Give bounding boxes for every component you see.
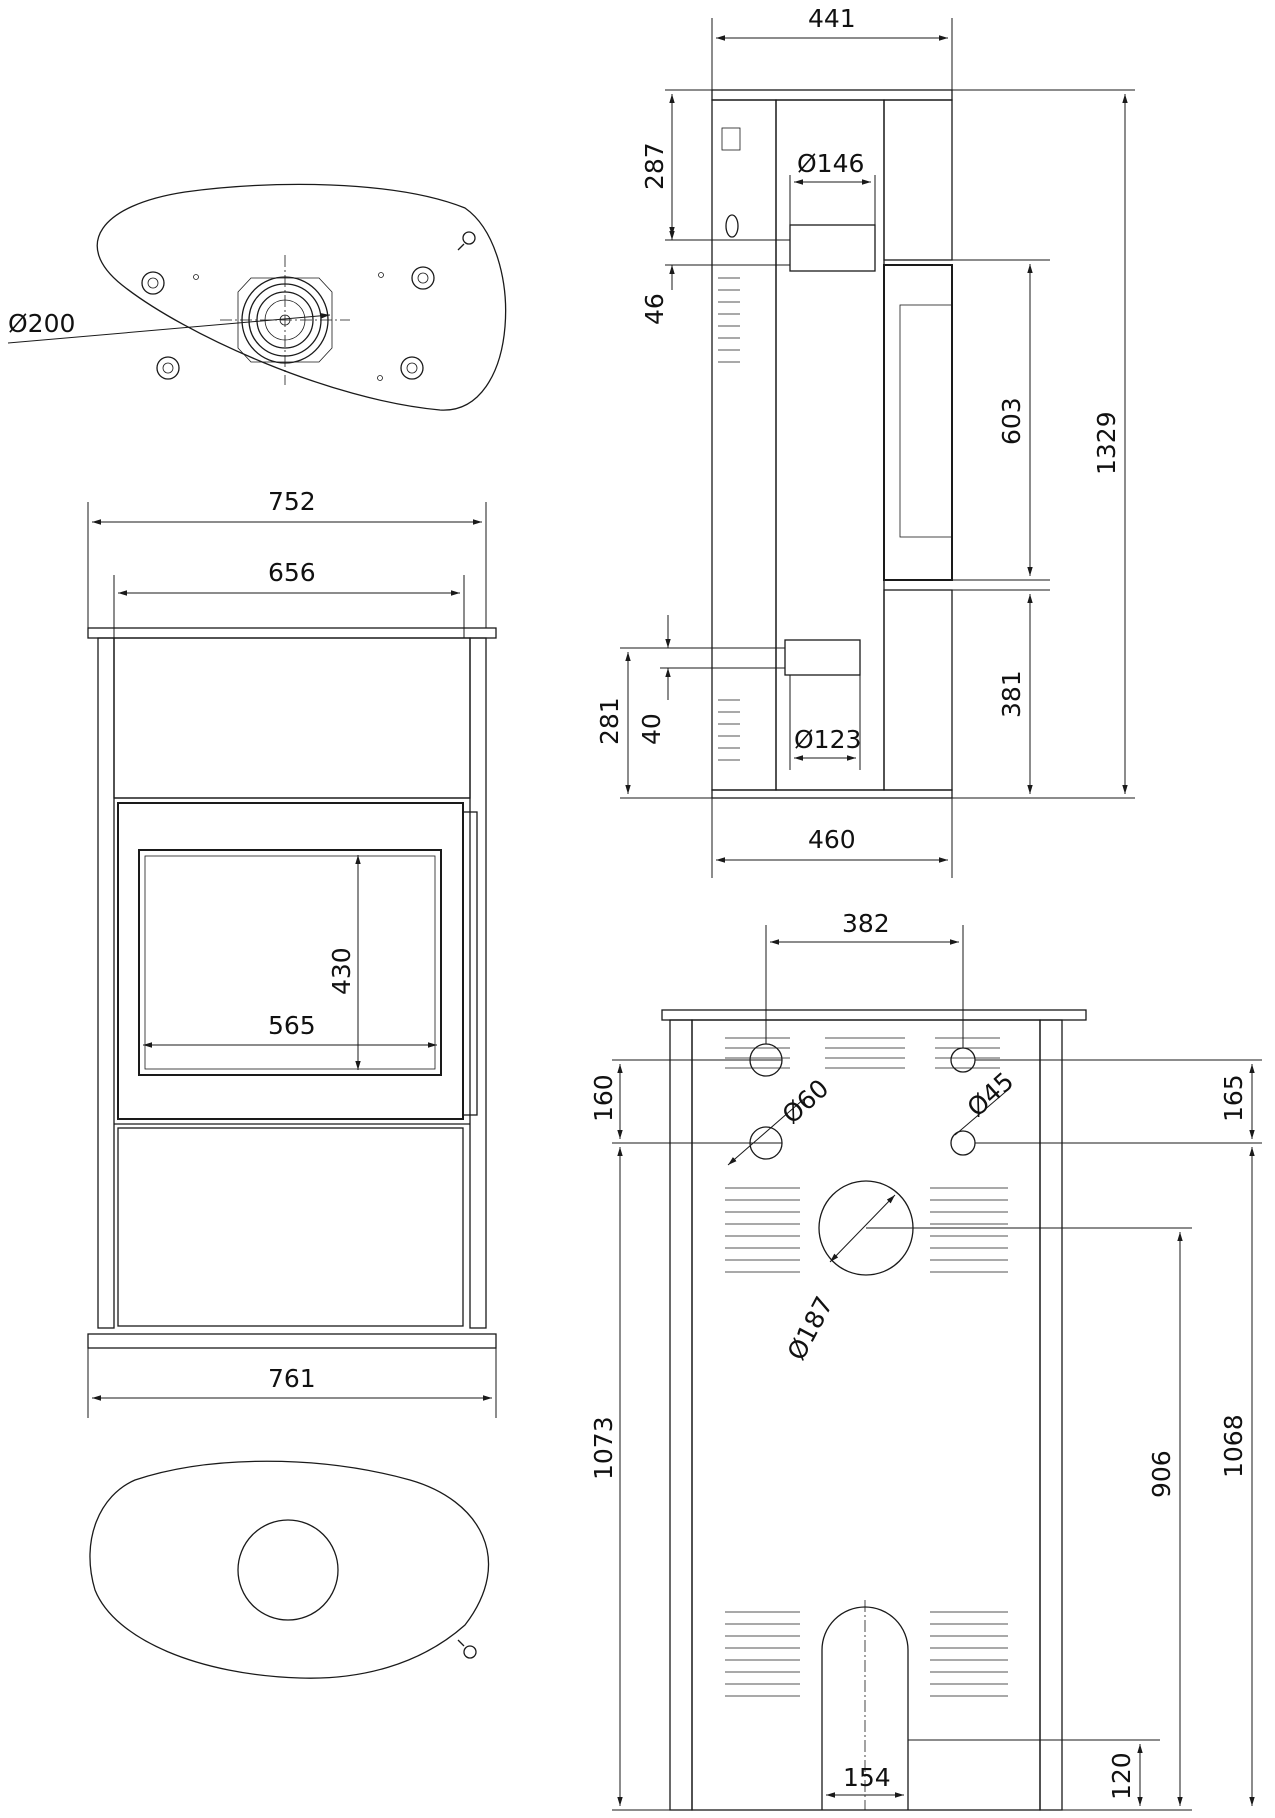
rear-left-offset-label: 160 — [589, 1074, 618, 1122]
vent-slots-icon — [718, 277, 740, 761]
side-depth-top-label: 441 — [808, 4, 856, 33]
side-depth-base-label: 460 — [808, 825, 856, 854]
side-top-to-rear-flue-label: 287 — [640, 142, 669, 190]
side-door-height-label: 603 — [997, 397, 1026, 445]
front-width-inner-label: 656 — [268, 558, 316, 587]
rear-air-spacing-label: 382 — [842, 909, 890, 938]
rear-vent-grilles-icon — [725, 1037, 1008, 1697]
rear-view: 382 160 165 Ø60 Ø45 Ø187 1073 906 1068 — [589, 909, 1262, 1811]
side-rear-flue-offset-label: 46 — [640, 293, 669, 325]
side-lower-flue-diameter-label: Ø123 — [794, 725, 861, 754]
side-rear-flue-diameter-label: Ø146 — [797, 149, 864, 178]
glass-height-label: 430 — [327, 947, 356, 995]
rear-left-height-label: 1073 — [589, 1416, 618, 1480]
rear-bottom-outlet-height-label: 120 — [1107, 1752, 1136, 1800]
bottom-view — [89, 1460, 490, 1679]
front-width-top-label: 752 — [268, 487, 316, 516]
front-width-base-label: 761 — [268, 1364, 316, 1393]
front-view: 752 656 430 565 761 — [87, 487, 497, 1418]
top-flue-diameter-label: Ø200 — [8, 309, 75, 338]
rear-right-offset-label: 165 — [1219, 1074, 1248, 1122]
glass-width-label: 565 — [268, 1011, 316, 1040]
side-lower-offset-label: 40 — [637, 713, 666, 745]
rear-air-right-diameter-label: Ø45 — [962, 1066, 1020, 1122]
side-view: 441 1329 603 381 287 46 Ø146 2 — [595, 4, 1135, 878]
bolt-icon — [141, 266, 435, 381]
side-lower-height-label: 381 — [997, 670, 1026, 718]
rear-bottom-outlet-width-label: 154 — [843, 1763, 891, 1792]
rear-air-left-diameter-label: Ø60 — [777, 1073, 835, 1129]
top-view: Ø200 — [7, 183, 507, 411]
side-rear-lower-height-label: 281 — [595, 697, 624, 745]
flue-collar-icon — [220, 255, 350, 385]
air-inlet-right-lower-icon — [950, 1130, 976, 1156]
side-total-height-label: 1329 — [1092, 411, 1121, 475]
rear-flue-diameter-label: Ø187 — [782, 1292, 839, 1365]
rear-flue-height-label: 906 — [1147, 1450, 1176, 1498]
rear-right-height-label: 1068 — [1219, 1414, 1248, 1478]
